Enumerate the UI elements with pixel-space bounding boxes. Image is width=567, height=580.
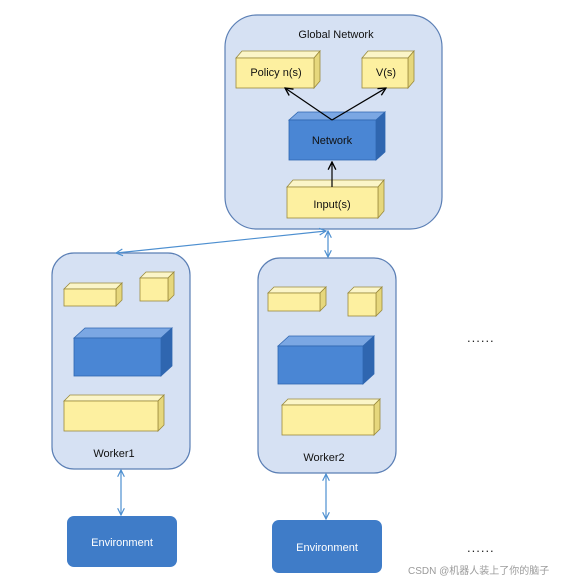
worker1-value-box [139,271,175,302]
worker2-label: Worker2 [303,452,345,464]
worker2-input-box [281,398,381,436]
value-box [361,49,415,90]
arrow-network-to-value [331,88,386,121]
worker1-policy-box [63,282,123,307]
ellipsis-workers: ...... [467,330,495,345]
environment-label-2: Environment [296,542,358,554]
watermark: CSDN @机器人装上了你的脑子 [408,566,550,577]
network-label: Network [311,135,353,147]
environment-label-1: Environment [91,537,153,549]
worker1-label: Worker1 [93,448,135,460]
arrow-global-worker1 [116,231,326,253]
policy-label: Policy n(s) [250,67,302,79]
arrow-network-to-policy [285,88,333,121]
policy-box [235,49,321,90]
ellipsis-environments: ...... [467,540,495,555]
worker2-network-box [276,335,376,385]
input-box [286,178,385,220]
environment-box-1 [67,516,177,567]
environment-box-2 [272,520,382,573]
worker2-value-box [347,286,383,317]
worker1-input-box [63,394,165,432]
value-label: V(s) [375,67,397,79]
network-box [287,111,387,161]
input-label: Input(s) [313,199,351,211]
global-network-title: Global Network [298,29,374,41]
worker1-network-box [72,327,174,377]
worker2-policy-box [267,286,327,312]
